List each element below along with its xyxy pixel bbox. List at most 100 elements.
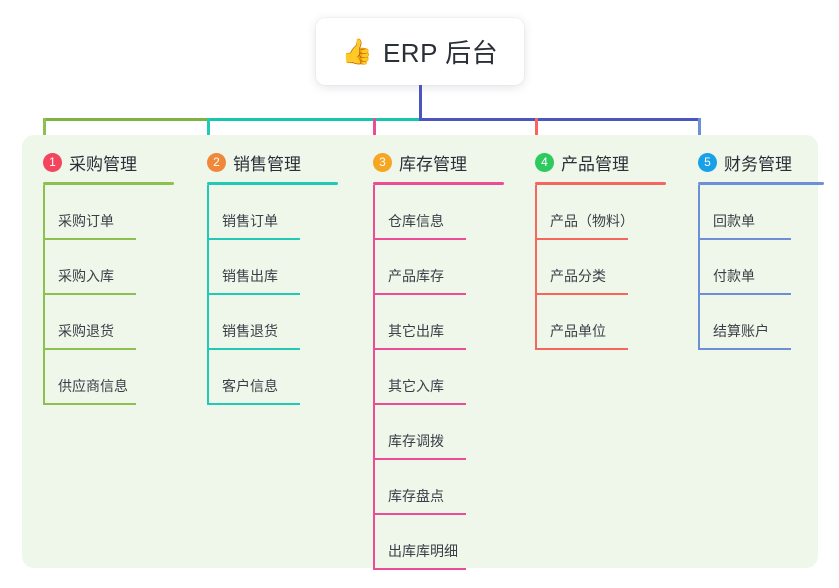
bus-segment-middle <box>207 118 419 121</box>
module-item-label: 库存盘点 <box>388 488 444 504</box>
module-item[interactable]: 采购订单 <box>30 185 174 240</box>
module-item[interactable]: 结算账户 <box>685 295 824 350</box>
module-item[interactable]: 客户信息 <box>194 350 338 405</box>
module-title: 库存管理 <box>399 154 467 174</box>
drop-line-3 <box>373 118 376 147</box>
module-header-underline <box>207 182 338 185</box>
module-item-label: 供应商信息 <box>58 378 128 394</box>
module-spine-line <box>373 185 375 570</box>
module-item-underline <box>373 348 466 350</box>
module-item[interactable]: 供应商信息 <box>30 350 174 405</box>
module-item-label: 采购入库 <box>58 268 114 284</box>
module-item-list: 回款单付款单结算账户 <box>685 185 824 350</box>
module-badge-number-icon: 1 <box>43 152 62 172</box>
drop-line-1 <box>43 118 46 147</box>
module-badge-number-icon: 3 <box>373 152 392 172</box>
module-item-label: 销售出库 <box>222 268 278 284</box>
module-item-underline <box>535 238 628 240</box>
module-item[interactable]: 其它出库 <box>360 295 504 350</box>
module-spine-line <box>43 185 45 405</box>
module-item-label: 回款单 <box>713 213 755 229</box>
module-title: 财务管理 <box>724 154 792 174</box>
module-item-underline <box>373 238 466 240</box>
module-item-label: 产品分类 <box>550 268 606 284</box>
module-item[interactable]: 仓库信息 <box>360 185 504 240</box>
module-item-underline <box>373 458 466 460</box>
module-badge-number-icon: 2 <box>207 152 226 172</box>
drop-line-5 <box>698 118 701 147</box>
module-item[interactable]: 库存盘点 <box>360 460 504 515</box>
module-item-underline <box>373 403 466 405</box>
module-item[interactable]: 出库库明细 <box>360 515 504 570</box>
drop-line-2 <box>207 118 210 147</box>
module-item-label: 出库库明细 <box>388 543 458 559</box>
modules-panel: 1 采购管理采购订单采购入库采购退货供应商信息 2 销售管理销售订单销售出库销售退货客… <box>22 135 824 570</box>
module-header-underline <box>373 182 504 185</box>
trunk-line <box>419 85 422 121</box>
module-header-underline <box>535 182 666 185</box>
module-item-underline <box>373 293 466 295</box>
module-item[interactable]: 回款单 <box>685 185 824 240</box>
module-column-1: 1 采购管理采购订单采购入库采购退货供应商信息 <box>30 147 174 405</box>
module-item-underline <box>698 293 791 295</box>
module-item-label: 客户信息 <box>222 378 278 394</box>
module-item-label: 付款单 <box>713 268 755 284</box>
module-item-list: 销售订单销售出库销售退货客户信息 <box>194 185 338 405</box>
module-header-2[interactable]: 2 销售管理 <box>194 147 338 177</box>
module-item-label: 采购退货 <box>58 323 114 339</box>
module-item-label: 产品库存 <box>388 268 444 284</box>
thumbs-up-icon: 👍 <box>341 37 373 66</box>
module-header-1[interactable]: 1 采购管理 <box>30 147 174 177</box>
module-item-underline <box>535 293 628 295</box>
module-spine-line <box>698 185 700 350</box>
module-item[interactable]: 采购入库 <box>30 240 174 295</box>
module-item-underline <box>43 403 136 405</box>
module-item-label: 产品（物料） <box>550 213 634 229</box>
module-item-label: 产品单位 <box>550 323 606 339</box>
module-item-list: 产品（物料） 产品分类产品单位 <box>522 185 666 350</box>
module-item-label: 采购订单 <box>58 213 114 229</box>
module-item-underline <box>207 293 300 295</box>
drop-line-4 <box>535 118 538 147</box>
bus-segment-right <box>419 118 701 121</box>
module-item[interactable]: 销售出库 <box>194 240 338 295</box>
module-item[interactable]: 采购退货 <box>30 295 174 350</box>
bus-segment-left <box>43 118 207 121</box>
module-item-underline <box>535 348 628 350</box>
module-item-label: 仓库信息 <box>388 213 444 229</box>
module-item-list: 采购订单采购入库采购退货供应商信息 <box>30 185 174 405</box>
module-item-underline <box>43 348 136 350</box>
module-item[interactable]: 其它入库 <box>360 350 504 405</box>
module-item-label: 销售退货 <box>222 323 278 339</box>
module-item[interactable]: 产品（物料） <box>522 185 666 240</box>
module-item[interactable]: 产品单位 <box>522 295 666 350</box>
module-spine-line <box>207 185 209 405</box>
module-title: 销售管理 <box>233 154 301 174</box>
module-header-3[interactable]: 3 库存管理 <box>360 147 504 177</box>
module-header-underline <box>43 182 174 185</box>
module-item[interactable]: 销售退货 <box>194 295 338 350</box>
module-column-2: 2 销售管理销售订单销售出库销售退货客户信息 <box>194 147 338 405</box>
module-item[interactable]: 产品库存 <box>360 240 504 295</box>
module-item-underline <box>43 293 136 295</box>
module-item-label: 其它出库 <box>388 323 444 339</box>
module-item[interactable]: 销售订单 <box>194 185 338 240</box>
module-spine-line <box>535 185 537 350</box>
module-item-list: 仓库信息产品库存其它出库其它入库库存调拨库存盘点出库库明细 <box>360 185 504 570</box>
module-item[interactable]: 库存调拨 <box>360 405 504 460</box>
module-item-underline <box>373 513 466 515</box>
root-node-erp-backend[interactable]: 👍 ERP 后台 <box>316 18 524 85</box>
module-item-label: 结算账户 <box>713 323 769 339</box>
module-item[interactable]: 产品分类 <box>522 240 666 295</box>
module-item-underline <box>698 238 791 240</box>
module-item-underline <box>698 348 791 350</box>
module-title: 采购管理 <box>69 154 137 174</box>
module-item[interactable]: 付款单 <box>685 240 824 295</box>
module-item-label: 库存调拨 <box>388 433 444 449</box>
module-item-underline <box>43 238 136 240</box>
